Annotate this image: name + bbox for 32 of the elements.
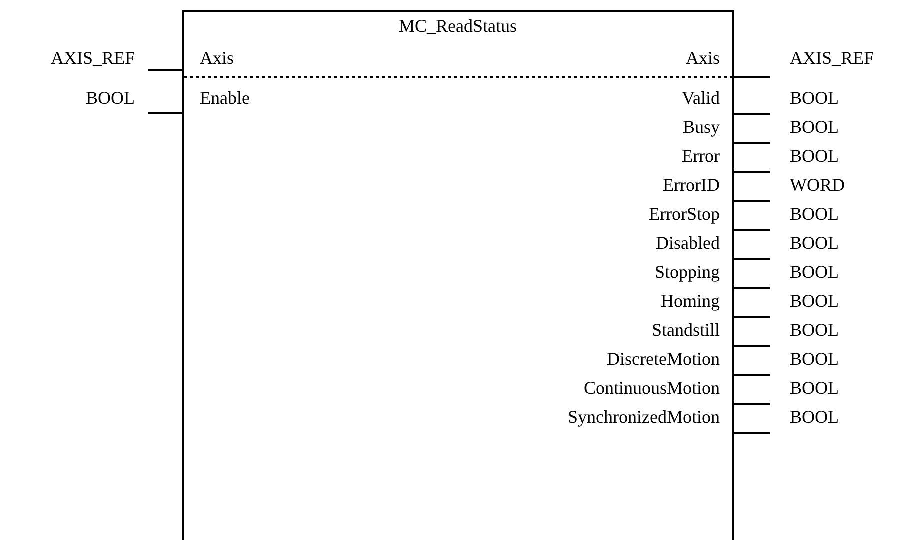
data-type: BOOL [790, 117, 839, 137]
data-type: BOOL [790, 233, 839, 253]
data-type: AXIS_REF [790, 48, 874, 68]
pin-name: Disabled [656, 233, 720, 253]
pin-name: Stopping [654, 262, 720, 282]
data-type: BOOL [790, 407, 839, 427]
data-type: BOOL [790, 378, 839, 398]
data-type: BOOL [790, 291, 839, 311]
data-type: BOOL [790, 146, 839, 166]
pin-name: Homing [660, 291, 720, 311]
block-title: MC_ReadStatus [398, 16, 518, 36]
data-type: BOOL [790, 349, 839, 369]
pin-name: Enable [200, 88, 250, 108]
data-type: WORD [790, 175, 845, 195]
pin-name: Axis [200, 48, 234, 68]
pin-name: DiscreteMotion [607, 349, 720, 369]
pin-name: Busy [682, 117, 720, 137]
data-type: BOOL [790, 320, 839, 340]
pin-name: ErrorID [663, 175, 720, 195]
pin-name: Axis [686, 48, 720, 68]
data-type: BOOL [790, 204, 839, 224]
pin-name: Standstill [652, 320, 720, 340]
data-type: BOOL [790, 262, 839, 282]
data-type: BOOL [790, 88, 839, 108]
function-block [182, 10, 734, 540]
data-type: AXIS_REF [50, 48, 135, 68]
pin-name: Error [682, 146, 720, 166]
pin-name: ErrorStop [649, 204, 720, 224]
pin-name: Valid [682, 88, 720, 108]
pin-name: ContinuousMotion [584, 378, 720, 398]
data-type: BOOL [86, 88, 135, 108]
pin-name: SynchronizedMotion [568, 407, 720, 427]
